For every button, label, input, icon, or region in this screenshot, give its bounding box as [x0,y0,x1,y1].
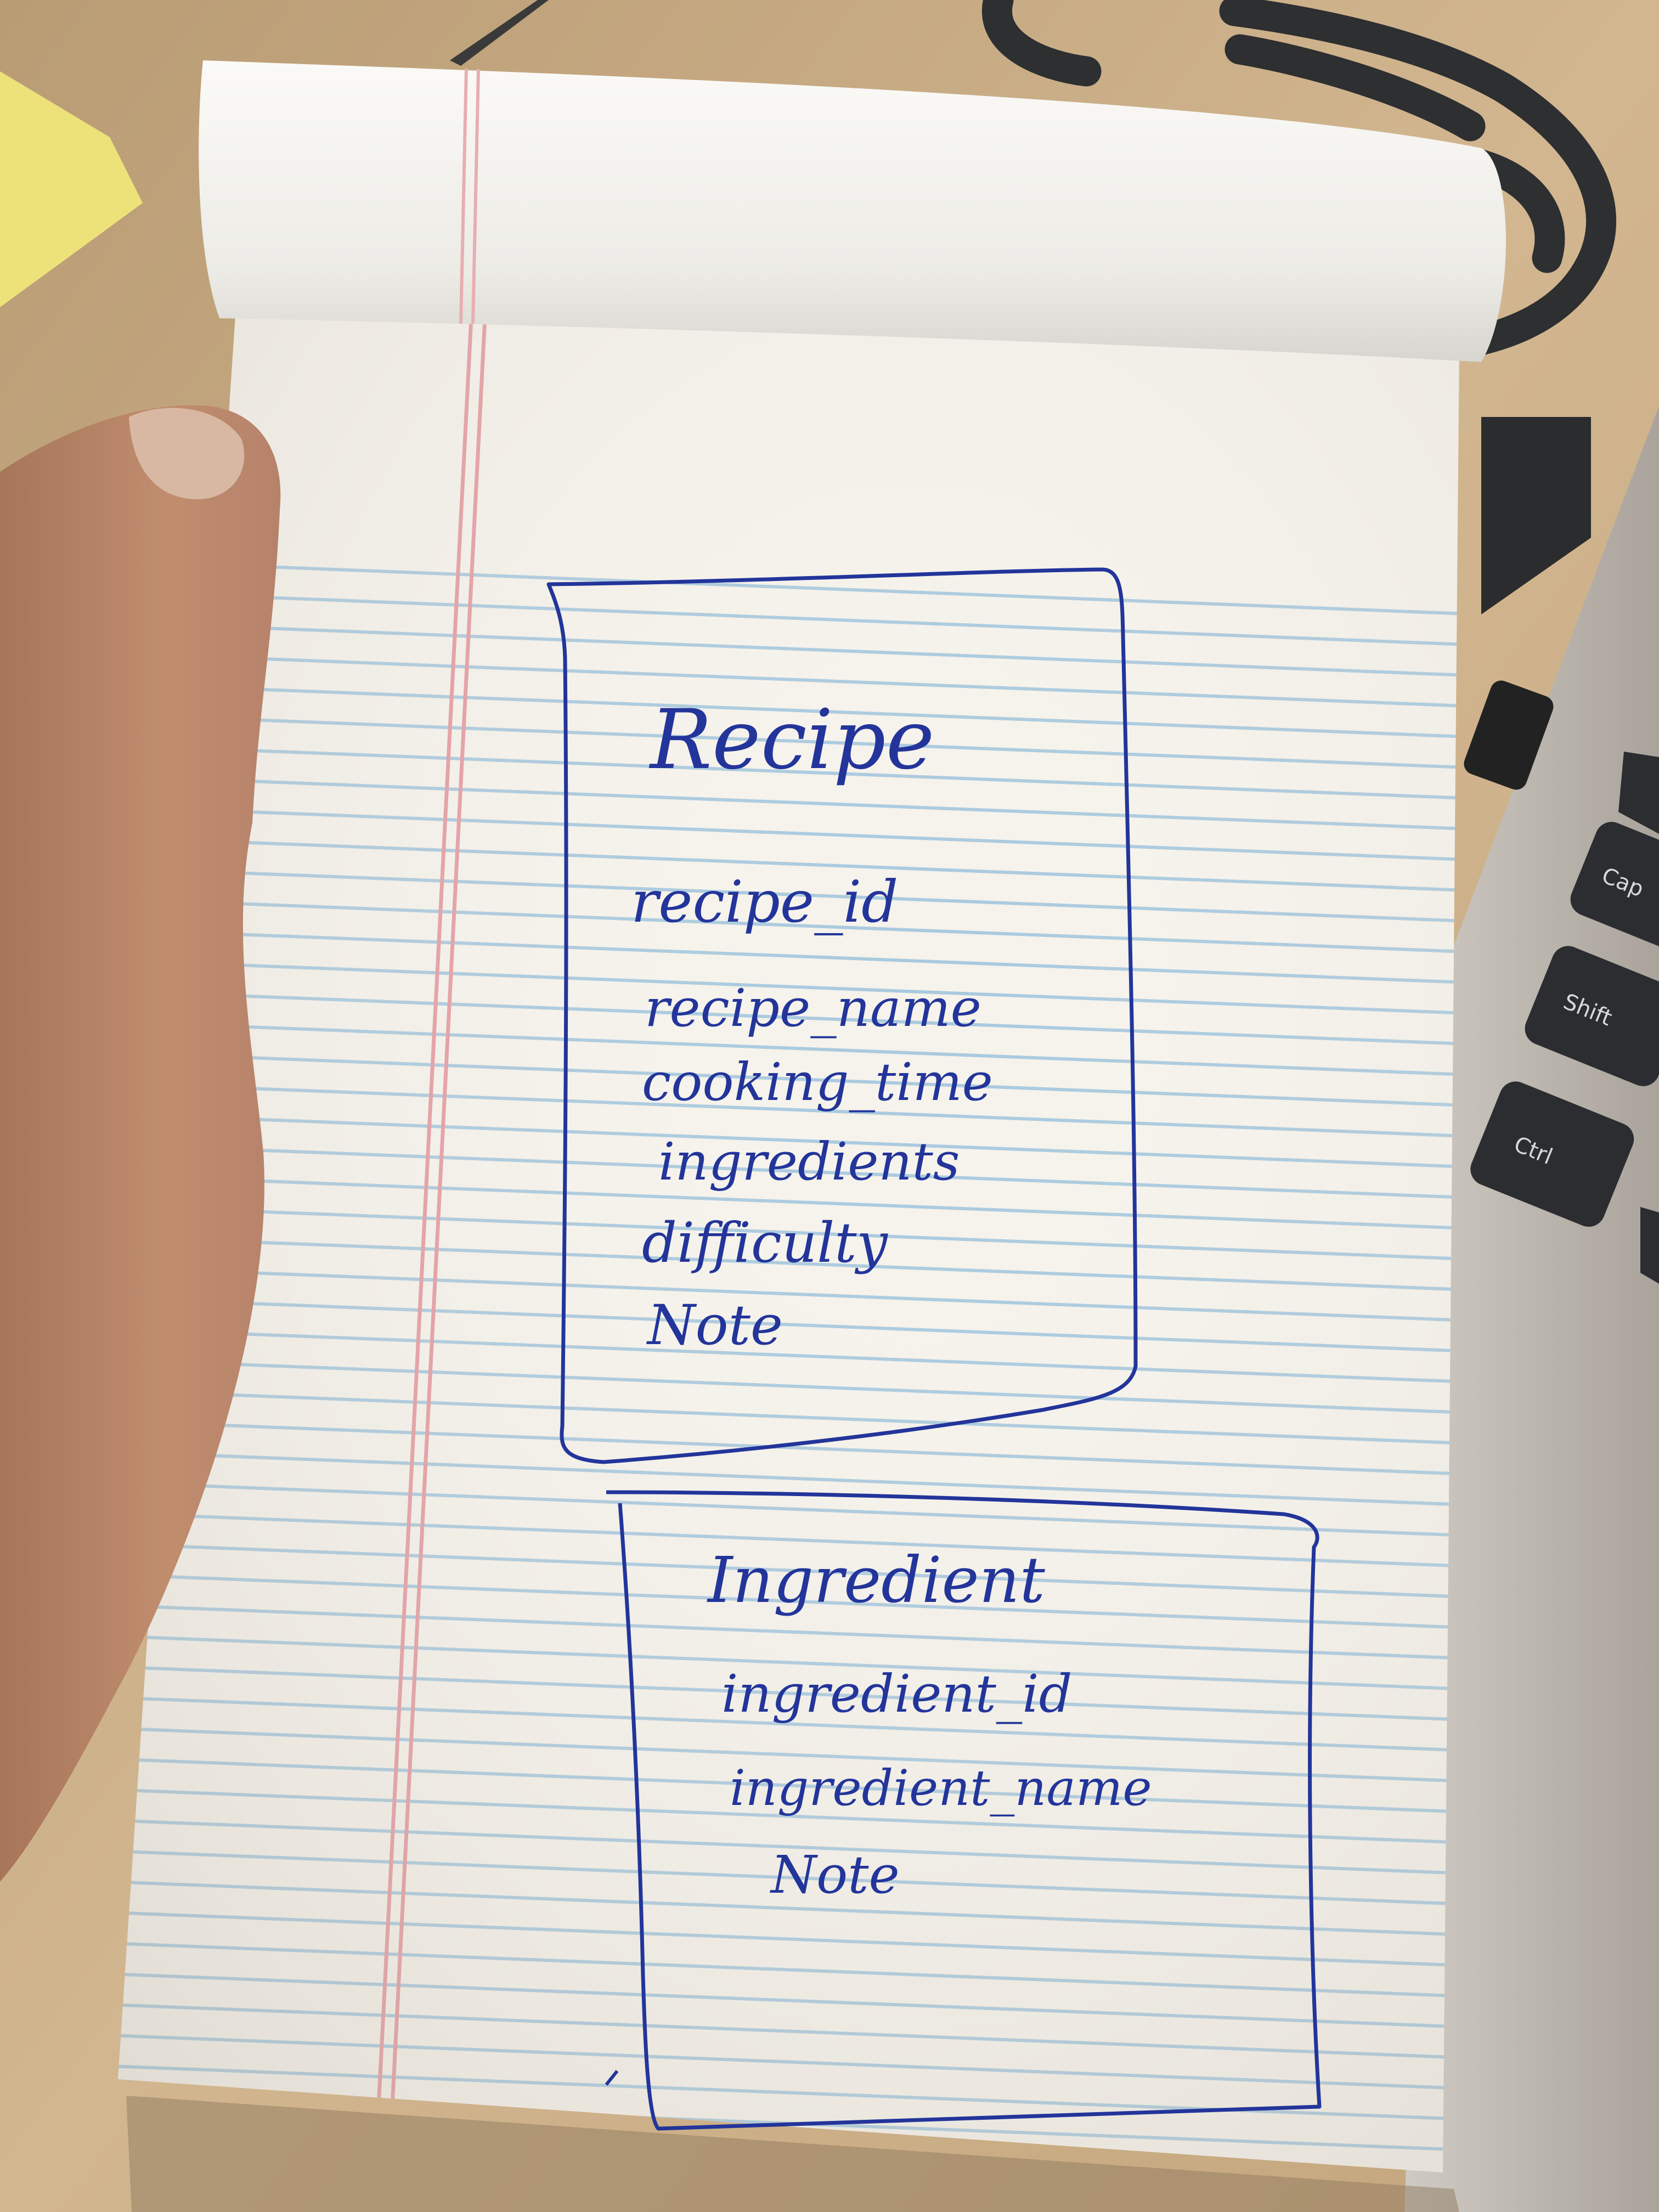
margin-line-roll [471,69,480,324]
entity-field: Note [770,1845,900,1905]
coiled-cord [982,0,1617,356]
entity-field: recipe_id [631,868,898,935]
keyboard: Cap Shift Ctrl [1470,752,1659,1284]
key-shift [1525,946,1659,1086]
entity-field: ingredient_id [721,1664,1073,1724]
pad-shadow [126,2096,1459,2212]
rolled-pages [199,60,1506,362]
margin-line-roll [459,68,468,324]
keyboard-port [1464,680,1554,790]
entity-title: Recipe [648,692,934,788]
thumbnail [129,408,245,499]
key-cap [1570,822,1659,949]
entity-field: difficulty [642,1211,888,1275]
pen-mark [605,2070,619,2086]
key-ctrl [1470,1081,1634,1227]
power-plug [1481,417,1591,614]
entity-field: cooking_time [642,1052,993,1113]
entity-box-ingredient [606,1490,1322,2131]
entity-box-recipe [546,567,1138,1464]
key-partial [1618,752,1659,834]
entity-field: recipe_name [645,978,981,1039]
entity-field: Note [646,1293,783,1357]
entity-ingredient: Ingredient ingredient_id ingredient_name… [605,1490,1322,2131]
entity-field: ingredient_name [730,1759,1152,1817]
cable-edge [450,0,549,66]
hand [0,405,281,1882]
entity-title: Ingredient [707,1544,1046,1617]
entity-recipe: Recipe recipe_id recipe_name cooking_tim… [546,567,1138,1464]
entity-field: ingredients [658,1132,960,1192]
sticky-note [0,71,143,307]
key-partial [1640,1207,1659,1284]
